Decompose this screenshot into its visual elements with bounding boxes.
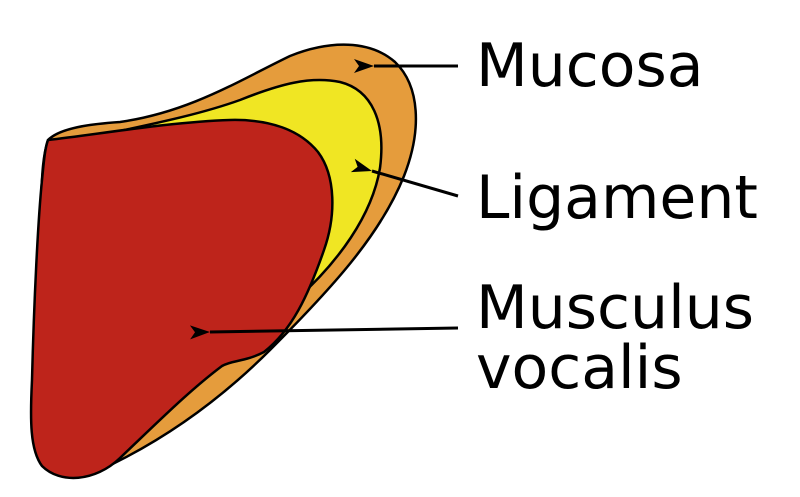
musculus-vocalis-arrow — [189, 325, 459, 340]
musculus-vocalis-label-line1: Musculus — [476, 273, 754, 343]
ligament-label: Ligament — [476, 163, 758, 233]
musculus-vocalis-label-line2: vocalis — [476, 333, 683, 403]
ligament-arrow — [350, 158, 459, 198]
musculus-vocalis-region — [29, 118, 334, 480]
mucosa-label: Mucosa — [476, 31, 704, 101]
